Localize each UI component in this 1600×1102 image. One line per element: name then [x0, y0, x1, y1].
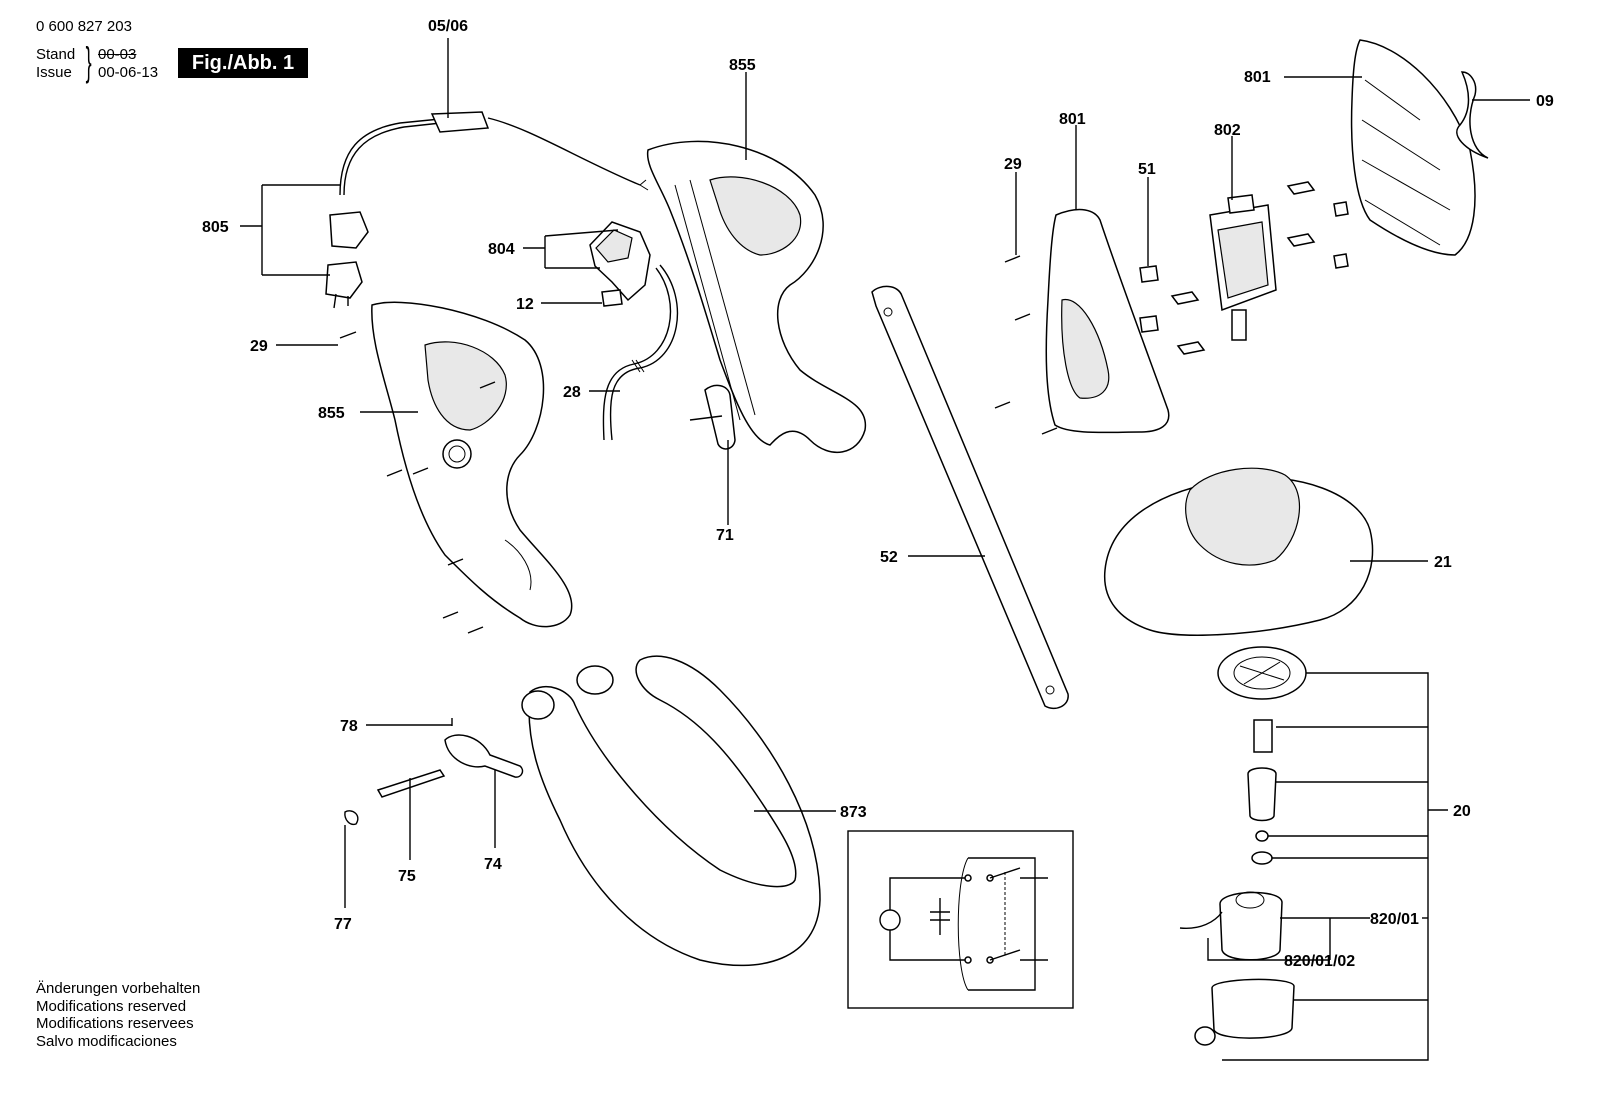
- callout-05-06: 05/06: [428, 18, 468, 35]
- callout-820-01: 820/01: [1370, 911, 1419, 928]
- handle-half-right-part: [646, 140, 867, 454]
- callout-801-mid: 801: [1059, 111, 1086, 128]
- leader-lines: [240, 38, 1530, 1061]
- brush-parts-51: [1139, 265, 1159, 333]
- leads-part: [602, 264, 679, 441]
- issue-label: Issue: [36, 64, 72, 81]
- screws-right: [994, 255, 1058, 435]
- callout-855-left: 855: [318, 405, 345, 422]
- motor-part: [1209, 194, 1277, 341]
- note-es: Salvo modificaciones: [36, 1032, 177, 1050]
- callout-09: 09: [1536, 93, 1554, 110]
- note-en: Modifications reserved: [36, 997, 187, 1015]
- stand-label: Stand: [36, 46, 76, 63]
- callout-77: 77: [334, 916, 352, 933]
- callout-74: 74: [484, 856, 502, 873]
- bail-handle-part: [521, 655, 821, 967]
- knob-parts: [344, 718, 524, 826]
- document-number: 0 600 827 203: [36, 18, 132, 35]
- bearing-pads: [1170, 181, 1349, 355]
- stand-value: 00-03: [98, 46, 137, 63]
- handle-half-left-part: [371, 301, 573, 628]
- callout-801-top: 801: [1244, 69, 1271, 86]
- note-fr: Modifications reservees: [36, 1015, 194, 1033]
- callout-labels: 05/06 855 801 09 801 802 29 51 805 804 1…: [202, 18, 1554, 970]
- callout-21: 21: [1434, 554, 1452, 571]
- callout-29-left: 29: [250, 338, 268, 355]
- note-de: Änderungen vorbehalten: [36, 980, 201, 997]
- power-cable-part: [339, 111, 649, 196]
- callout-28: 28: [563, 384, 581, 401]
- circuit-diagram: [847, 830, 1074, 1009]
- tube-part: [871, 285, 1069, 710]
- screws-left: [339, 331, 496, 634]
- notes-block: Änderungen vorbehalten Modifications res…: [36, 980, 200, 1050]
- callout-29-right: 29: [1004, 156, 1022, 173]
- callout-855-top: 855: [729, 57, 756, 74]
- switch-part: [589, 221, 651, 307]
- spool-assembly-part: [1179, 646, 1307, 1046]
- callout-804: 804: [488, 241, 515, 258]
- callout-78: 78: [340, 718, 358, 735]
- issue-value: 00-06-13: [98, 64, 159, 81]
- callout-52: 52: [880, 549, 898, 566]
- callout-820-01-02: 820/01/02: [1284, 953, 1355, 970]
- plug-part: [325, 211, 369, 309]
- motor-housing-top-part: [1350, 39, 1476, 256]
- figure-badge: Fig./Abb. 1: [178, 48, 308, 78]
- callout-12: 12: [516, 296, 534, 313]
- callout-75: 75: [398, 868, 416, 885]
- callout-802: 802: [1214, 122, 1241, 139]
- callout-805: 805: [202, 219, 229, 236]
- motor-housing-half-part: [1045, 208, 1170, 434]
- callout-873: 873: [840, 804, 867, 821]
- guard-part: [1103, 467, 1374, 636]
- callout-51: 51: [1138, 161, 1156, 178]
- callout-71: 71: [716, 527, 734, 544]
- cover-part-09: [1456, 71, 1489, 159]
- part-71: [689, 384, 736, 450]
- brace-icon: }: [85, 40, 92, 84]
- callout-20: 20: [1453, 803, 1471, 820]
